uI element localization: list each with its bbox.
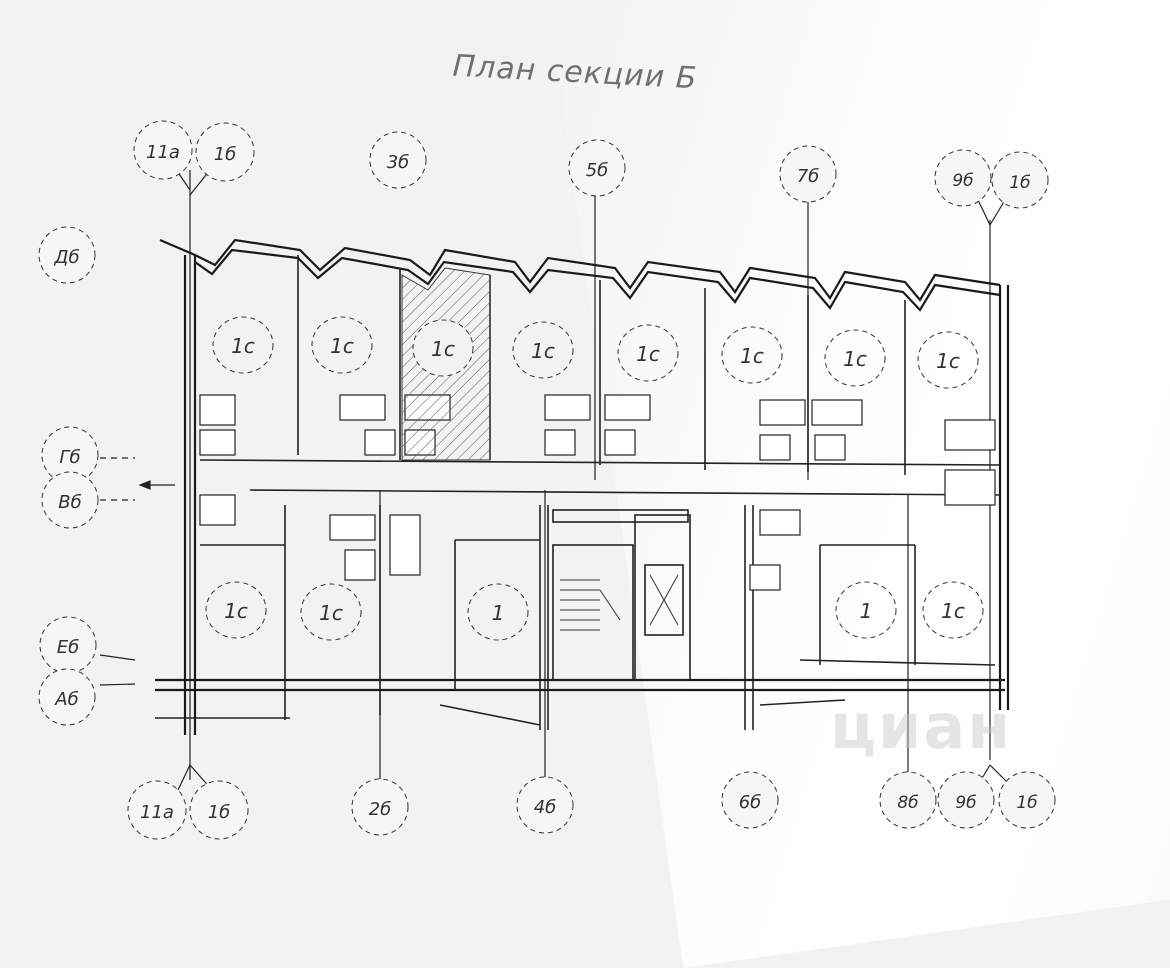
grid-bubble-top-2-label: 1б	[214, 144, 237, 165]
floor-plan-sheet: План секции Б	[38, 0, 1170, 968]
grid-bubble-top-5: 7б	[779, 145, 837, 203]
grid-bubble-top-6-label: 9б	[952, 171, 973, 191]
room-upper-3-label: 1с	[431, 337, 455, 361]
room-upper-1: 1с	[212, 316, 274, 374]
room-lower-1-label: 1с	[224, 599, 248, 623]
grid-bubble-bottom-2-label: 1б	[208, 802, 231, 823]
room-upper-2-label: 1с	[330, 334, 354, 358]
room-lower-3: 1	[467, 583, 529, 641]
grid-bubble-left-2: Гб	[41, 426, 99, 484]
grid-bubble-top-4: 5б	[568, 139, 626, 197]
room-upper-4: 1с	[512, 321, 574, 379]
grid-bubble-bottom-8-label: 1б	[1016, 793, 1037, 813]
grid-bubble-top-4-label: 5б	[586, 160, 609, 181]
grid-bubble-bottom-7-label: 9б	[955, 793, 976, 813]
room-labels-lower: 1с 1с 1 1 1с	[205, 581, 984, 641]
grid-bubbles-left: Дб Гб Вб Еб Аб	[38, 226, 99, 726]
room-lower-4-label: 1	[860, 599, 873, 623]
grid-bubble-bottom-5: 6б	[721, 771, 779, 829]
grid-bubble-left-1: Дб	[38, 226, 96, 284]
grid-bubble-left-4: Еб	[39, 616, 97, 674]
room-partitions	[155, 255, 1001, 730]
room-upper-6-label: 1с	[740, 344, 764, 368]
grid-bubble-top-3: 3б	[369, 131, 427, 189]
room-lower-3-label: 1	[492, 601, 505, 625]
exterior-walls	[155, 238, 1010, 735]
grid-bubble-bottom-6-label: 8б	[897, 793, 918, 813]
grid-axis-lines	[99, 167, 1016, 791]
room-lower-4: 1	[835, 581, 897, 639]
grid-bubble-left-3-label: Вб	[58, 492, 81, 513]
room-labels-upper: 1с 1с 1с 1с 1с 1с 1с 1с	[212, 316, 979, 389]
grid-bubble-left-2-label: Гб	[59, 447, 80, 468]
stair-treads	[560, 574, 679, 631]
grid-bubble-left-3: Вб	[41, 471, 99, 529]
room-lower-5: 1с	[922, 581, 984, 639]
grid-bubble-bottom-7: 9б	[937, 771, 995, 829]
grid-bubble-bottom-4: 4б	[516, 776, 574, 834]
grid-bubble-bottom-1: 11а	[127, 780, 187, 840]
grid-bubble-bottom-2: 1б	[189, 780, 249, 840]
room-upper-6: 1с	[721, 326, 783, 384]
room-upper-2: 1с	[311, 316, 373, 374]
grid-bubble-left-4-label: Еб	[57, 637, 79, 658]
grid-bubble-bottom-8: 1б	[998, 771, 1056, 829]
room-upper-8-label: 1с	[936, 349, 960, 373]
grid-bubble-bottom-4-label: 4б	[534, 797, 557, 818]
grid-bubble-bottom-1-label: 11а	[140, 802, 174, 823]
grid-bubble-top-5-label: 7б	[797, 166, 820, 187]
room-upper-8: 1с	[917, 331, 979, 389]
room-upper-5: 1с	[617, 324, 679, 382]
bathroom-units	[199, 394, 996, 591]
room-lower-1: 1с	[205, 581, 267, 639]
grid-bubble-top-1-label: 11а	[146, 142, 180, 163]
room-upper-1-label: 1с	[231, 334, 255, 358]
room-upper-4-label: 1с	[531, 339, 555, 363]
grid-bubble-top-2: 1б	[195, 122, 255, 182]
room-lower-2: 1с	[300, 583, 362, 641]
grid-bubble-top-7: 1б	[991, 151, 1049, 209]
floor-plan-drawing: 1с 1с 1с 1с 1с 1с 1с 1с 1с 1с 1 1 1с 11а…	[38, 120, 1056, 840]
room-upper-5-label: 1с	[636, 342, 660, 366]
room-lower-5-label: 1с	[941, 599, 965, 623]
room-upper-7: 1с	[824, 329, 886, 387]
room-lower-2-label: 1с	[319, 601, 343, 625]
room-upper-3: 1с	[412, 319, 474, 377]
grid-bubble-top-1: 11а	[133, 120, 193, 180]
grid-bubble-bottom-3: 2б	[351, 778, 409, 836]
grid-bubble-top-6: 9б	[934, 149, 992, 207]
room-upper-7-label: 1с	[843, 347, 867, 371]
grid-bubble-left-1-label: Дб	[53, 247, 79, 268]
grid-bubble-left-5-label: Аб	[54, 689, 78, 710]
grid-bubble-bottom-5-label: 6б	[739, 792, 762, 813]
grid-bubble-bottom-3-label: 2б	[369, 799, 392, 820]
grid-bubble-top-3-label: 3б	[387, 152, 410, 173]
grid-bubble-left-5: Аб	[38, 668, 96, 726]
grid-bubble-bottom-6: 8б	[879, 771, 937, 829]
grid-bubble-top-7-label: 1б	[1009, 173, 1030, 193]
grid-bubbles-bottom: 11а 1б 2б 4б 6б 8б 9б 1б	[127, 771, 1056, 840]
grid-bubbles-top: 11а 1б 3б 5б 7б 9б 1б	[133, 120, 1049, 209]
